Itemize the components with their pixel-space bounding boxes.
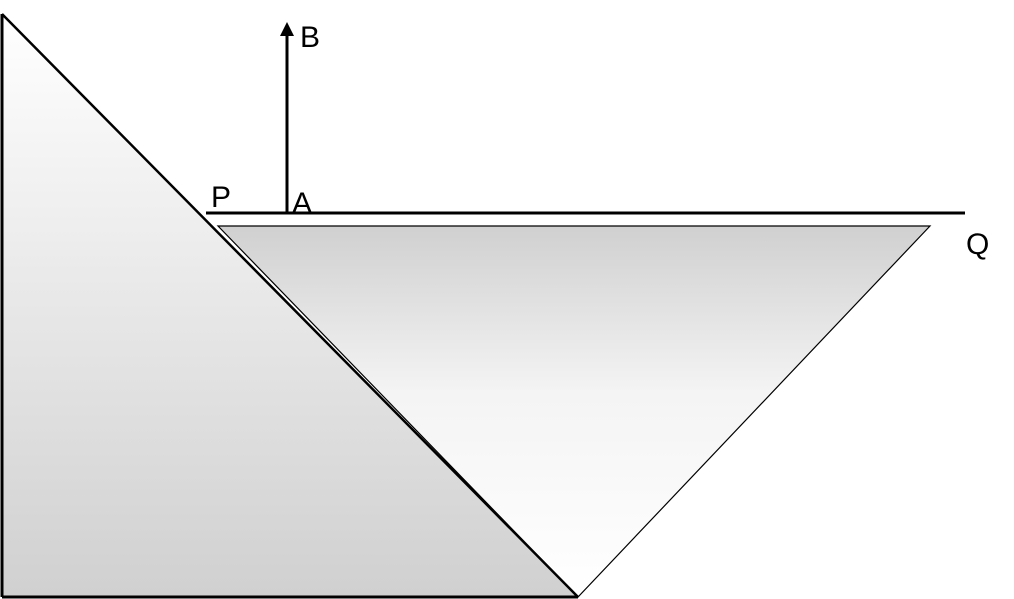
label-b: B <box>300 21 320 54</box>
label-a: A <box>292 187 312 220</box>
right-prism <box>216 225 932 598</box>
left-prism-hypotenuse <box>1 13 579 598</box>
label-p: P <box>211 181 231 214</box>
label-q: Q <box>966 228 989 261</box>
arrow-ab-head-icon <box>280 22 294 36</box>
